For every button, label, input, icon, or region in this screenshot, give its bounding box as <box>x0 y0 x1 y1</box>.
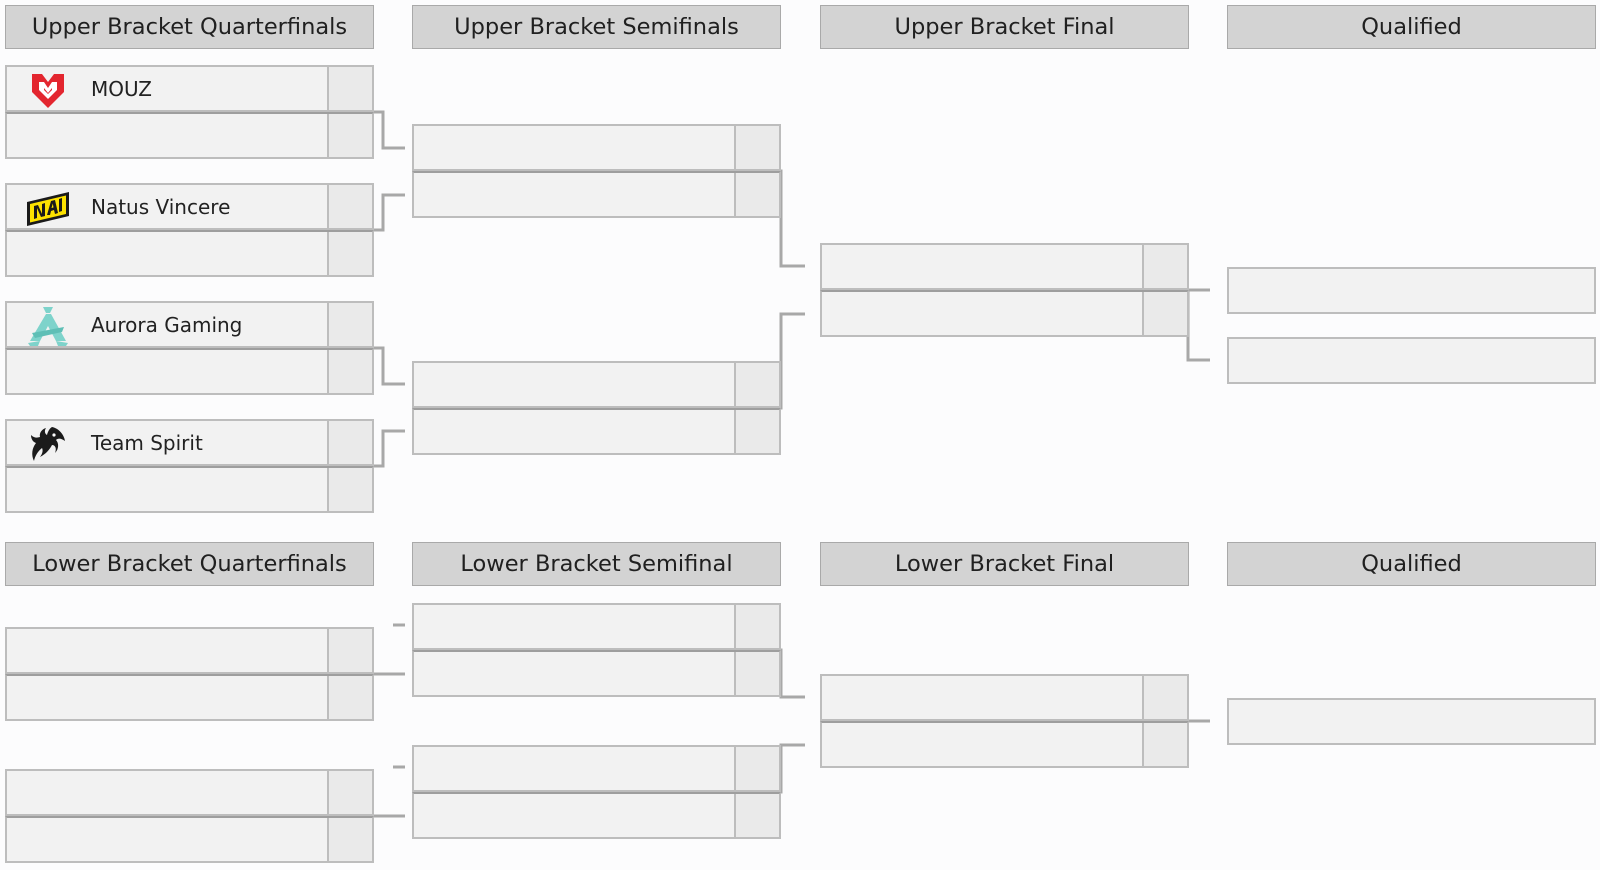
score-box <box>327 67 372 110</box>
ubsf-m1-slot1[interactable] <box>412 124 781 171</box>
lower-qualified-slot[interactable] <box>1227 698 1596 745</box>
score-box <box>734 173 779 216</box>
header-upper-semifinals: Upper Bracket Semifinals <box>412 5 781 49</box>
ubsf-m2-slot2[interactable] <box>412 408 781 455</box>
score-box <box>734 126 779 169</box>
score-box <box>327 771 372 814</box>
score-box <box>734 363 779 406</box>
score-box <box>327 303 372 346</box>
lbsf-m1-slot2[interactable] <box>412 650 781 697</box>
score-box <box>327 114 372 157</box>
score-box <box>327 818 372 861</box>
score-box <box>734 652 779 695</box>
upper-qualified-slot-2[interactable] <box>1227 337 1596 384</box>
lbsf-m2-slot2[interactable] <box>412 792 781 839</box>
score-box <box>1142 676 1187 719</box>
aurora-logo-icon <box>25 306 71 346</box>
ubf-slot2[interactable] <box>820 290 1189 337</box>
lbf-slot2[interactable] <box>820 721 1189 768</box>
lbsf-m1-slot1[interactable] <box>412 603 781 650</box>
header-upper-final: Upper Bracket Final <box>820 5 1189 49</box>
lbsf-m2-slot1[interactable] <box>412 745 781 792</box>
score-box <box>734 747 779 790</box>
ubqf-m3-slot2[interactable] <box>5 348 374 395</box>
lbqf-m2-slot1[interactable] <box>5 769 374 816</box>
score-box <box>1142 292 1187 335</box>
mouz-logo-icon <box>25 70 71 110</box>
lbqf-m1-slot1[interactable] <box>5 627 374 674</box>
ubqf-m1-slot1[interactable]: MOUZ <box>5 65 374 112</box>
ubqf-m4-slot1[interactable]: Team Spirit <box>5 419 374 466</box>
score-box <box>734 410 779 453</box>
lbqf-m1-slot2[interactable] <box>5 674 374 721</box>
score-box <box>327 468 372 511</box>
upper-qualified-slot-1[interactable] <box>1227 267 1596 314</box>
ubqf-m4-slot2[interactable] <box>5 466 374 513</box>
score-box <box>327 185 372 228</box>
score-box <box>734 794 779 837</box>
score-box <box>327 421 372 464</box>
header-lower-qualified: Qualified <box>1227 542 1596 586</box>
ubf-slot1[interactable] <box>820 243 1189 290</box>
lbqf-m2-slot2[interactable] <box>5 816 374 863</box>
header-upper-quarterfinals: Upper Bracket Quarterfinals <box>5 5 374 49</box>
header-upper-qualified: Qualified <box>1227 5 1596 49</box>
score-box <box>327 232 372 275</box>
spirit-dragon-logo-icon <box>25 424 71 464</box>
score-box <box>327 676 372 719</box>
score-box <box>1142 245 1187 288</box>
team-name-mouz: MOUZ <box>91 76 152 101</box>
navi-logo-icon <box>25 188 71 228</box>
ubqf-m3-slot1[interactable]: Aurora Gaming <box>5 301 374 348</box>
team-name-spirit: Team Spirit <box>91 430 203 455</box>
header-lower-quarterfinals: Lower Bracket Quarterfinals <box>5 542 374 586</box>
ubqf-m1-slot2[interactable] <box>5 112 374 159</box>
team-name-aurora: Aurora Gaming <box>91 312 243 337</box>
score-box <box>327 629 372 672</box>
lbf-slot1[interactable] <box>820 674 1189 721</box>
header-lower-semifinal: Lower Bracket Semifinal <box>412 542 781 586</box>
score-box <box>1142 723 1187 766</box>
team-name-navi: Natus Vincere <box>91 194 231 219</box>
score-box <box>734 605 779 648</box>
ubqf-m2-slot2[interactable] <box>5 230 374 277</box>
header-lower-final: Lower Bracket Final <box>820 542 1189 586</box>
ubsf-m2-slot1[interactable] <box>412 361 781 408</box>
ubqf-m2-slot1[interactable]: Natus Vincere <box>5 183 374 230</box>
ubsf-m1-slot2[interactable] <box>412 171 781 218</box>
score-box <box>327 350 372 393</box>
